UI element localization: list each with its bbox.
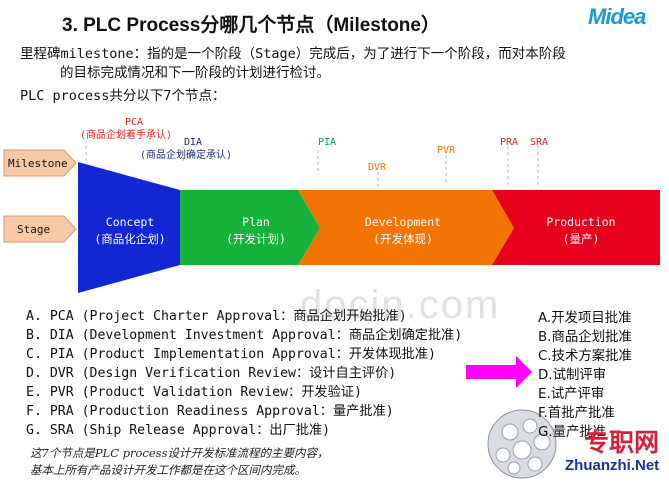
milestone-label: Milestone bbox=[8, 157, 68, 170]
stage-label: Stage bbox=[17, 223, 50, 236]
stage-concept-en: Concept bbox=[106, 215, 154, 229]
list-item: B.商品企划批准 bbox=[538, 330, 632, 345]
list-item: G.量产批准 bbox=[538, 425, 607, 440]
dia-code: DIA bbox=[184, 137, 202, 148]
milestone-label-box: Milestone bbox=[3, 149, 77, 177]
mapping-arrow bbox=[466, 356, 532, 388]
pia-code: PIA bbox=[318, 137, 336, 148]
footnote-line-2: 基本上所有产品设计开发工作都是在这个区间内完成。 bbox=[30, 463, 306, 477]
pra-code: PRA bbox=[500, 137, 518, 148]
intro-line-1: 里程碑milestone：指的是一个阶段（Stage）完成后，为了进行下一个阶段… bbox=[20, 46, 566, 62]
list-item: E. PVR (Product Validation Review：开发验证) bbox=[26, 385, 362, 400]
stage-plan-cn: (开发计划) bbox=[226, 232, 286, 246]
zhuanzhi-badge-en: Zhuanzhi.Net bbox=[565, 457, 660, 474]
list-item: C. PIA (Product Implementation Approval：… bbox=[26, 347, 436, 362]
stage-label-box: Stage bbox=[3, 215, 77, 243]
pvr-code: PVR bbox=[437, 145, 456, 156]
stage-plan-en: Plan bbox=[242, 215, 270, 229]
list-item: F. PRA (Production Readiness Approval：量产… bbox=[26, 404, 394, 419]
stage-production-shape bbox=[492, 190, 660, 265]
list-item: E.试产评审 bbox=[538, 387, 605, 402]
stage-production-en: Production bbox=[546, 215, 615, 229]
list-item: C.技术方案批准 bbox=[538, 349, 632, 364]
list-item: F.首批产批准 bbox=[538, 406, 615, 421]
stage-production-cn: (量产) bbox=[563, 232, 600, 246]
dvr-code: DVR bbox=[368, 162, 387, 173]
stage-plan-shape bbox=[180, 190, 320, 265]
list-item: D.试制评审 bbox=[538, 368, 607, 383]
list-item: B. DIA (Development Investment Approval：… bbox=[26, 328, 463, 343]
stage-development-en: Development bbox=[365, 215, 441, 229]
sra-code: SRA bbox=[530, 137, 548, 148]
list-item: G. SRA (Ship Release Approval：出厂批准) bbox=[26, 423, 331, 438]
dia-note: (商品企划确定承认) bbox=[140, 148, 232, 161]
page-title: 3. PLC Process分哪几个节点（Milestone） bbox=[62, 15, 440, 36]
watermark: docin.com bbox=[300, 283, 501, 327]
pca-note: (商品企划着手承认) bbox=[80, 128, 172, 141]
intro-line-2: 的目标完成情况和下一阶段的计划进行检讨。 bbox=[60, 65, 330, 81]
list-item: A.开发项目批准 bbox=[538, 311, 632, 326]
list-item: A. PCA (Project Charter Approval：商品企划开始批… bbox=[26, 309, 407, 324]
pca-code: PCA bbox=[125, 117, 143, 128]
stage-development-cn: (开发体现) bbox=[373, 232, 433, 246]
footnote-line-1: 这7个节点是PLC process设计开发标准流程的主要内容， bbox=[30, 446, 329, 460]
zhuanzhi-badge-cn: 专职网 bbox=[584, 428, 660, 457]
badge-ball-image bbox=[487, 409, 557, 479]
midea-logo: Midea bbox=[588, 4, 646, 29]
stage-concept-shape bbox=[78, 162, 180, 293]
list-item: D. DVR (Design Verification Review：设计自主评… bbox=[26, 366, 397, 381]
intro-line-3: PLC process共分以下7个节点： bbox=[20, 88, 226, 104]
milestone-dashed-lines bbox=[85, 146, 539, 190]
stage-development-shape bbox=[298, 190, 514, 265]
stage-concept-cn: (商品化企划) bbox=[94, 232, 165, 246]
